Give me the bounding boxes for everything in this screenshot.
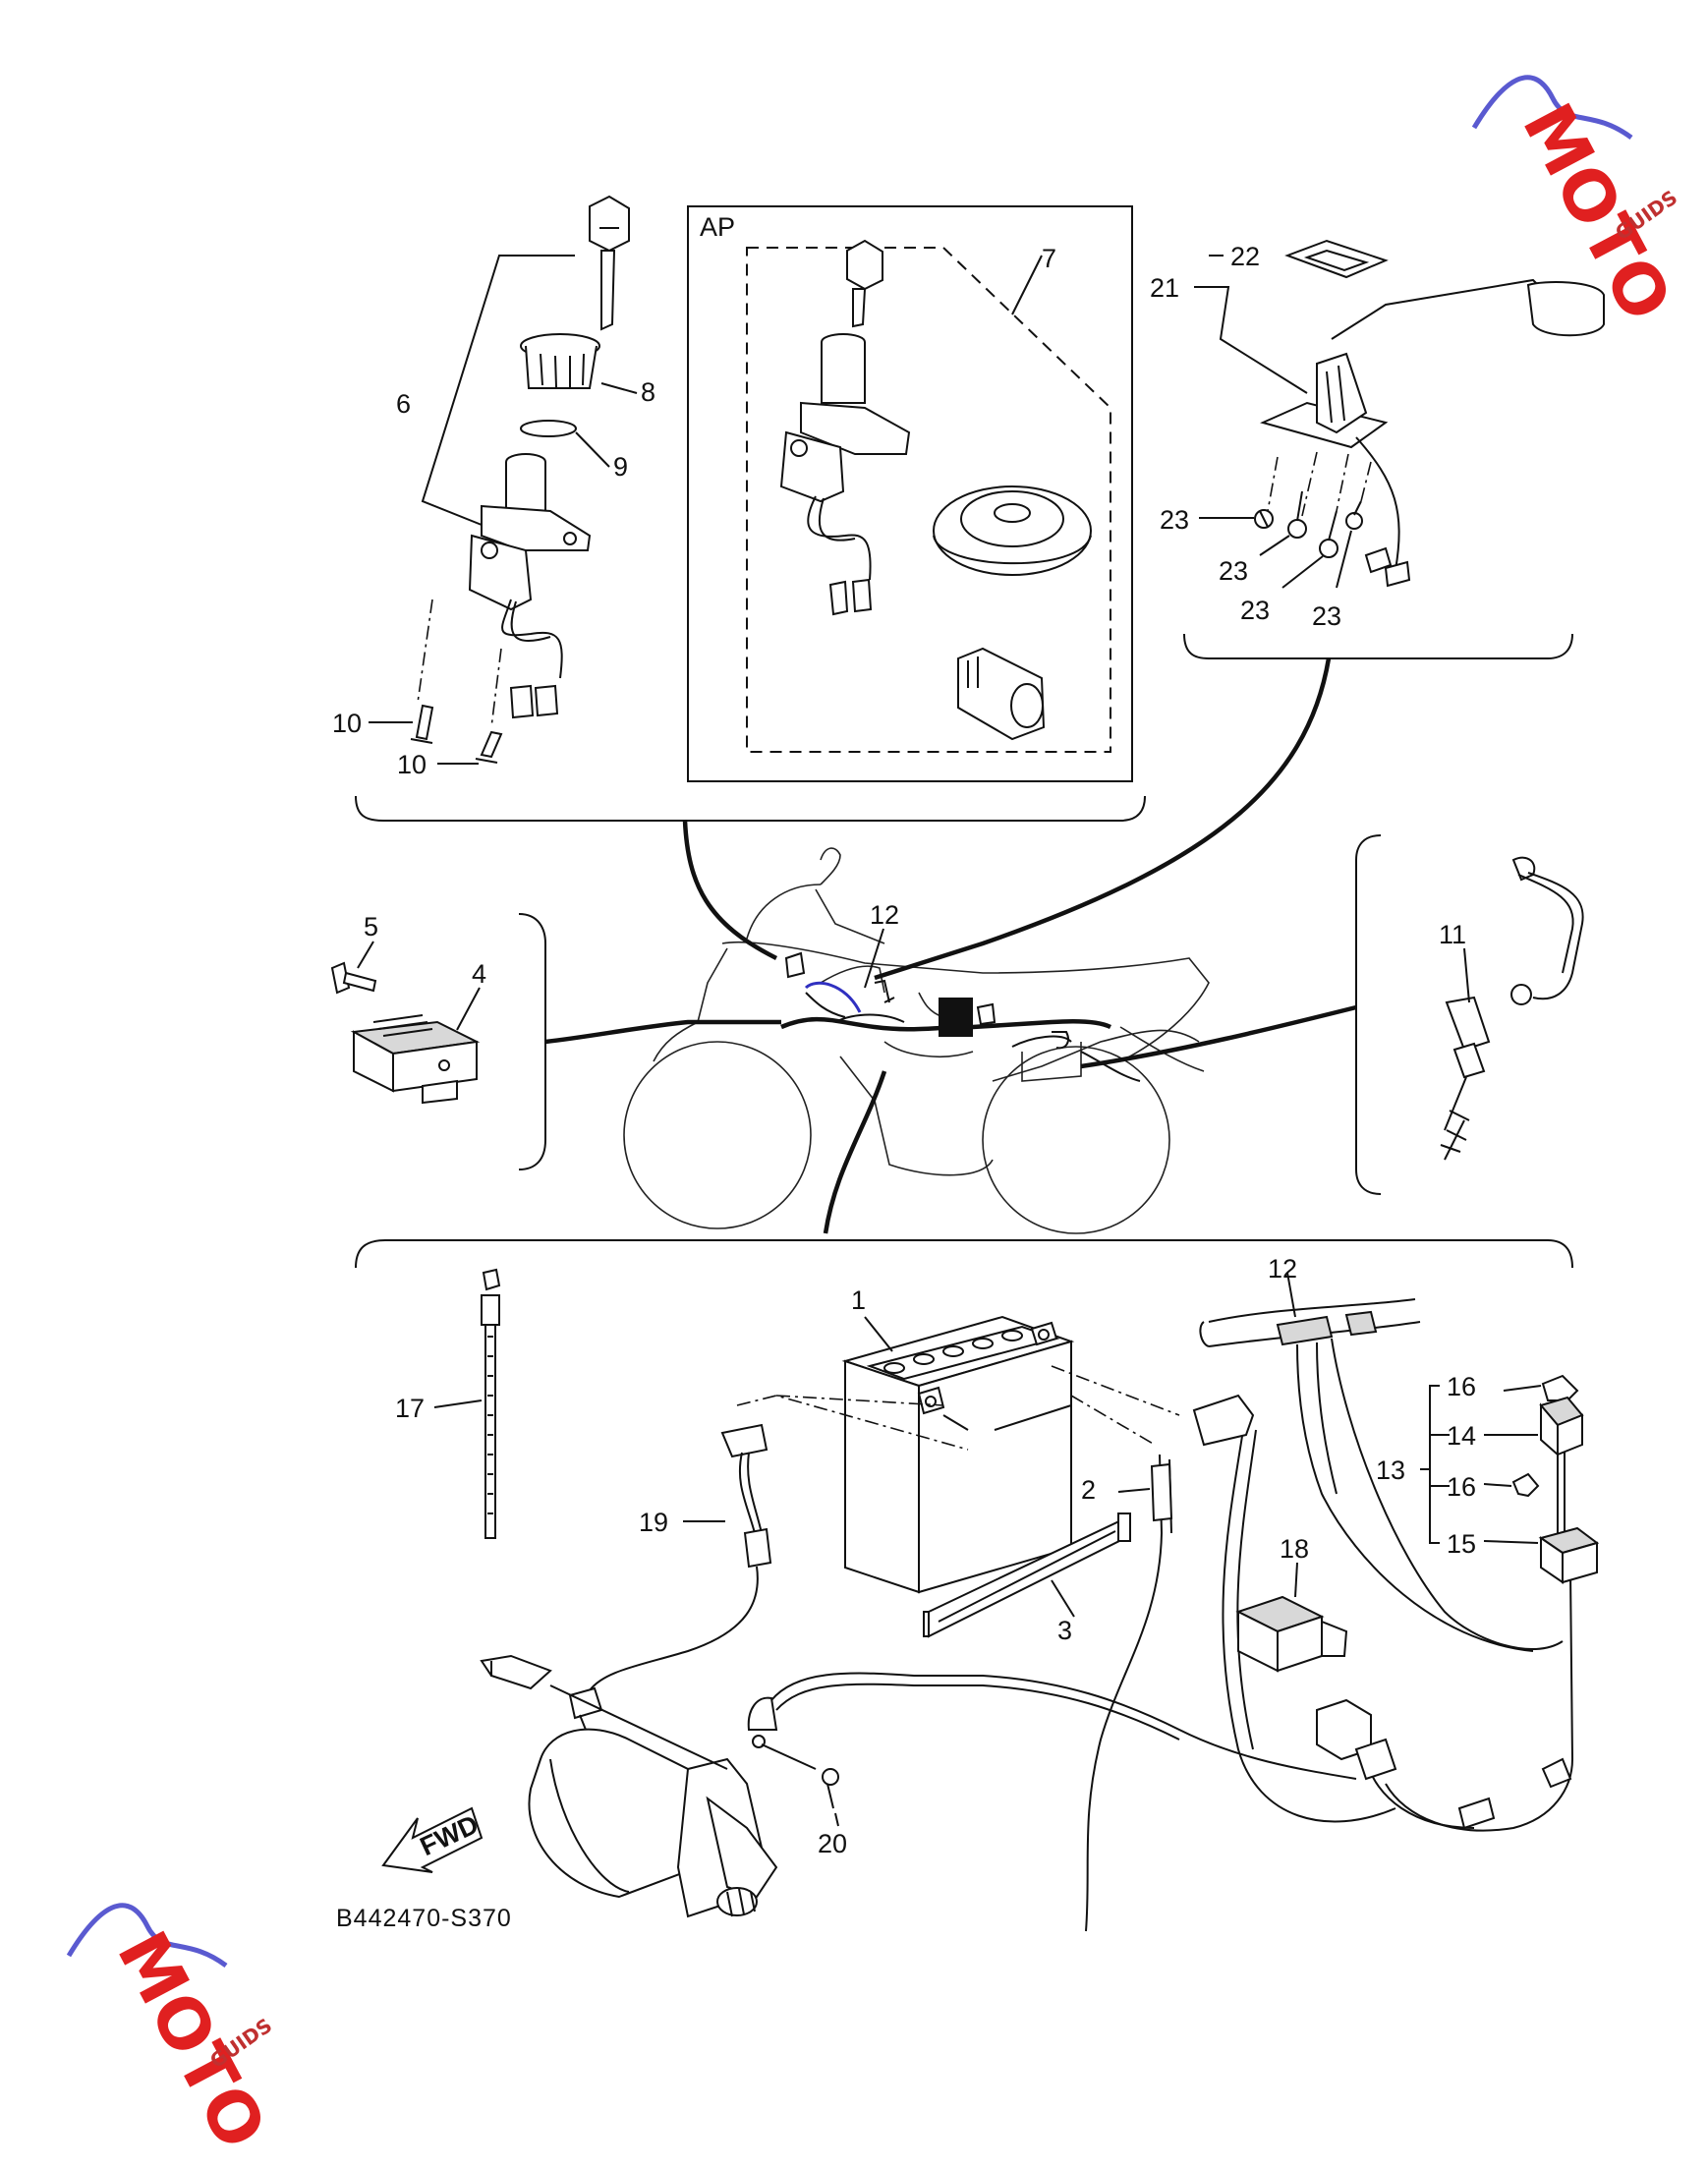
battery-band-icon [923, 1513, 1131, 1638]
callout-12-lower: 12 [1268, 1254, 1297, 1284]
relay-icon [350, 1014, 481, 1105]
fwd-arrow-icon: FWD [381, 1806, 483, 1873]
neutral-switch-group [1355, 834, 1584, 1195]
starter-cable-icon [747, 1672, 1357, 1780]
neutral-switch-icon [1440, 996, 1491, 1161]
leader-neutral-switch [1080, 1004, 1357, 1069]
bolt-icon [330, 961, 377, 995]
ap-box: AP [687, 205, 1133, 782]
callout-4: 4 [472, 959, 486, 989]
key-icon [589, 195, 630, 331]
callout-7: 7 [1042, 244, 1056, 273]
callout-18: 18 [1280, 1534, 1309, 1564]
leader-main-switch [682, 820, 778, 961]
callout-23-a: 23 [1160, 505, 1189, 535]
panel-frame-top-left [355, 795, 1146, 822]
callout-13: 13 [1376, 1456, 1405, 1485]
main-switch-icon [468, 453, 592, 719]
screw-icon [1345, 500, 1363, 530]
callout-17: 17 [395, 1394, 425, 1423]
callout-12-upper: 12 [870, 900, 899, 930]
seat-lock-icon [957, 647, 1046, 741]
callout-10-lower: 10 [397, 750, 427, 779]
ap-label: AP [700, 212, 735, 242]
fuse-icon [1511, 1472, 1540, 1498]
screw-icon [1287, 490, 1307, 539]
relay-icon [1235, 1595, 1397, 1781]
callout-6: 6 [396, 389, 411, 419]
screw-icon [475, 730, 503, 764]
leader-battery-group [823, 1070, 887, 1234]
lock-cap-icon [520, 333, 600, 389]
screw-icon [410, 704, 434, 744]
relay-group [330, 913, 546, 1170]
callout-15: 15 [1447, 1529, 1476, 1559]
callout-16-lower: 16 [1447, 1472, 1476, 1502]
fuse-box-icon [1538, 1526, 1600, 1584]
starter-motor-icon [480, 1654, 778, 1918]
main-switch-group [369, 195, 638, 765]
fuse-icon [1541, 1374, 1579, 1401]
callout-10-upper: 10 [332, 709, 362, 738]
cable-tie-icon [481, 1268, 501, 1539]
callout-23-b: 23 [1219, 556, 1248, 586]
callout-16-upper: 16 [1447, 1372, 1476, 1401]
bolt-icon [822, 1768, 839, 1809]
battery-icon [841, 1315, 1075, 1594]
panel-frame-top-right [1183, 633, 1573, 659]
callout-23-c: 23 [1240, 596, 1270, 625]
callout-23-d: 23 [1312, 601, 1341, 631]
motorcycle-outline [623, 847, 1210, 1234]
drawing-code: B442470-S370 [336, 1905, 512, 1932]
fuel-sender-group [1194, 239, 1605, 589]
callout-19: 19 [639, 1508, 668, 1537]
fuse-box-group [1420, 1374, 1600, 1584]
callout-2: 2 [1081, 1475, 1096, 1505]
callout-3: 3 [1057, 1616, 1072, 1645]
callout-1: 1 [851, 1285, 866, 1315]
callout-22: 22 [1230, 242, 1260, 271]
callout-9: 9 [613, 452, 628, 482]
main-switch-icon [779, 239, 911, 616]
callout-20: 20 [818, 1829, 847, 1858]
fuel-cap-icon [933, 485, 1092, 576]
screw-icon [1319, 510, 1338, 558]
callout-8: 8 [641, 377, 655, 407]
watermark-logo-bottom: MOTO GUIDS [66, 1903, 282, 2162]
screw-icon [1254, 509, 1274, 529]
leader-fuel-sender [874, 657, 1332, 981]
panel-frame-bottom [355, 1239, 1573, 1269]
callout-labels: 6 8 9 10 10 7 21 22 23 23 23 23 5 4 12 1… [332, 242, 1476, 1858]
o-ring-icon [520, 420, 577, 437]
callout-11: 11 [1439, 920, 1466, 949]
callout-14: 14 [1447, 1421, 1476, 1451]
callout-21: 21 [1150, 273, 1179, 303]
fuse-holder-icon [1539, 1396, 1584, 1533]
wire-harness-icon [1192, 1298, 1574, 1832]
gasket-icon [1284, 239, 1389, 279]
battery-lead-icon [589, 1423, 772, 1691]
cable-2 [1085, 1454, 1164, 1932]
battery-location-marker [939, 998, 973, 1037]
callout-5: 5 [364, 912, 378, 942]
leader-relay [544, 1019, 781, 1045]
